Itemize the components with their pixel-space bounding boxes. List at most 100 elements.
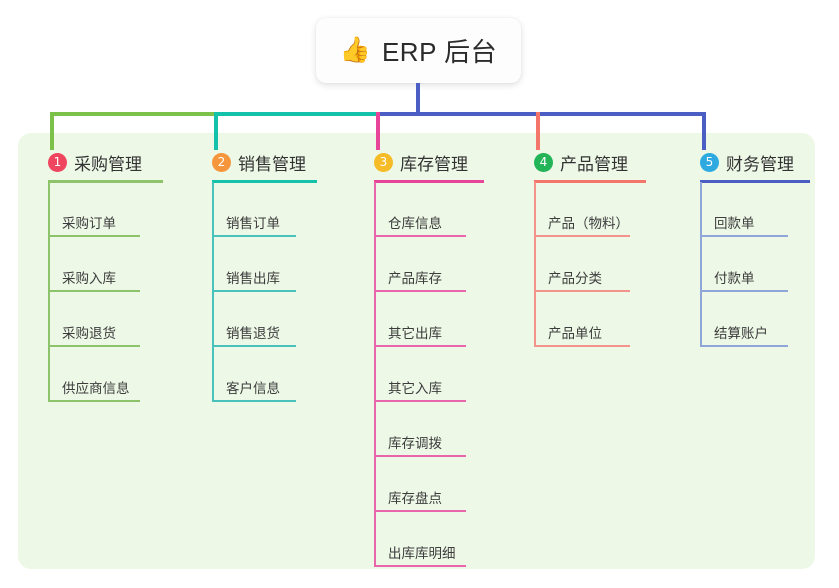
leaf-node[interactable]: 销售出库 <box>212 237 296 292</box>
leaf-node-label: 产品单位 <box>548 326 602 341</box>
leaf-node[interactable]: 库存调拨 <box>374 402 466 457</box>
leaf-node-underline <box>374 400 466 402</box>
column-underline-2 <box>212 180 317 183</box>
column-header-1[interactable]: 1 采购管理 <box>48 150 142 175</box>
leaf-node-label: 库存调拨 <box>388 436 442 451</box>
root-node-title: ERP 后台 <box>381 37 498 67</box>
leaf-node-label: 其它入库 <box>388 381 442 396</box>
leaf-node-label: 产品库存 <box>388 271 442 286</box>
column-header-3[interactable]: 3 库存管理 <box>374 150 468 175</box>
column-title-1: 采购管理 <box>74 155 142 174</box>
leaf-node[interactable]: 采购入库 <box>48 237 140 292</box>
leaf-node-underline <box>534 345 630 347</box>
connector-drop-1 <box>50 112 54 150</box>
column-badge-2: 2 <box>212 153 231 172</box>
connector-drop-5 <box>702 112 706 150</box>
leaf-node[interactable]: 产品库存 <box>374 237 466 292</box>
leaf-node[interactable]: 出库库明细 <box>374 512 466 567</box>
leaf-node[interactable]: 采购退货 <box>48 292 140 347</box>
leaf-node-label: 采购订单 <box>62 216 116 231</box>
leaf-node-underline <box>212 400 296 402</box>
connector-bar-teal <box>214 112 380 116</box>
leaf-node[interactable]: 回款单 <box>700 182 788 237</box>
leaf-node-label: 回款单 <box>714 216 755 231</box>
leaf-node-underline <box>48 400 140 402</box>
leaf-node-underline <box>700 235 788 237</box>
leaf-node-label: 采购退货 <box>62 326 116 341</box>
leaf-node[interactable]: 客户信息 <box>212 347 296 402</box>
leaf-node[interactable]: 其它出库 <box>374 292 466 347</box>
column-header-5[interactable]: 5 财务管理 <box>700 150 794 175</box>
leaf-node-underline <box>374 345 466 347</box>
leaf-node-label: 客户信息 <box>226 381 280 396</box>
leaf-node[interactable]: 产品单位 <box>534 292 630 347</box>
leaf-node-label: 出库库明细 <box>388 546 456 561</box>
column-badge-1: 1 <box>48 153 67 172</box>
column-underline-1 <box>48 180 163 183</box>
leaf-node[interactable]: 付款单 <box>700 237 788 292</box>
column-underline-4 <box>534 180 646 183</box>
leaf-node-underline <box>700 345 788 347</box>
leaf-node-label: 产品分类 <box>548 271 602 286</box>
leaf-node[interactable]: 供应商信息 <box>48 347 140 402</box>
leaf-node[interactable]: 销售退货 <box>212 292 296 347</box>
leaf-node-label: 结算账户 <box>714 326 768 341</box>
leaf-node-label: 仓库信息 <box>388 216 442 231</box>
column-title-2: 销售管理 <box>238 155 306 174</box>
leaf-node[interactable]: 产品（物料） <box>534 182 630 237</box>
leaf-node-underline <box>374 510 466 512</box>
column-title-3: 库存管理 <box>400 155 468 174</box>
diagram-panel <box>18 133 815 569</box>
thumbs-up-icon: 👍 <box>339 36 371 64</box>
connector-drop-4 <box>536 112 540 150</box>
leaf-node[interactable]: 库存盘点 <box>374 457 466 512</box>
column-spine-5 <box>700 182 702 347</box>
column-badge-5: 5 <box>700 153 719 172</box>
leaf-node[interactable]: 仓库信息 <box>374 182 466 237</box>
leaf-node-label: 产品（物料） <box>548 216 629 231</box>
leaf-node-underline <box>212 345 296 347</box>
connector-root-stem <box>416 83 420 116</box>
column-badge-3: 3 <box>374 153 393 172</box>
root-node-erp-backend[interactable]: 👍 ERP 后台 <box>316 18 521 83</box>
column-title-5: 财务管理 <box>726 155 794 174</box>
leaf-node-underline <box>48 290 140 292</box>
column-spine-4 <box>534 182 536 347</box>
connector-bar-green <box>50 112 218 116</box>
leaf-node-label: 供应商信息 <box>62 381 130 396</box>
leaf-node[interactable]: 采购订单 <box>48 182 140 237</box>
leaf-node-underline <box>212 290 296 292</box>
leaf-node[interactable]: 其它入库 <box>374 347 466 402</box>
column-spine-3 <box>374 182 376 567</box>
leaf-node-label: 销售退货 <box>226 326 280 341</box>
leaf-node-label: 库存盘点 <box>388 491 442 506</box>
leaf-node-label: 采购入库 <box>62 271 116 286</box>
column-title-4: 产品管理 <box>560 155 628 174</box>
connector-bar-blue <box>376 112 706 116</box>
leaf-node-underline <box>48 345 140 347</box>
leaf-node-underline <box>534 290 630 292</box>
leaf-node-underline <box>534 235 630 237</box>
leaf-node-label: 其它出库 <box>388 326 442 341</box>
column-badge-4: 4 <box>534 153 553 172</box>
leaf-node-label: 销售订单 <box>226 216 280 231</box>
column-underline-3 <box>374 180 484 183</box>
connector-drop-3 <box>376 112 380 150</box>
column-underline-5 <box>700 180 810 183</box>
column-spine-1 <box>48 182 50 402</box>
leaf-node-underline <box>374 455 466 457</box>
column-spine-2 <box>212 182 214 402</box>
leaf-node-underline <box>374 565 466 567</box>
leaf-node-underline <box>48 235 140 237</box>
leaf-node[interactable]: 产品分类 <box>534 237 630 292</box>
leaf-node-underline <box>374 235 466 237</box>
column-header-4[interactable]: 4 产品管理 <box>534 150 628 175</box>
leaf-node-underline <box>212 235 296 237</box>
column-header-2[interactable]: 2 销售管理 <box>212 150 306 175</box>
leaf-node[interactable]: 销售订单 <box>212 182 296 237</box>
leaf-node[interactable]: 结算账户 <box>700 292 788 347</box>
connector-drop-2 <box>214 112 218 150</box>
leaf-node-underline <box>374 290 466 292</box>
leaf-node-underline <box>700 290 788 292</box>
